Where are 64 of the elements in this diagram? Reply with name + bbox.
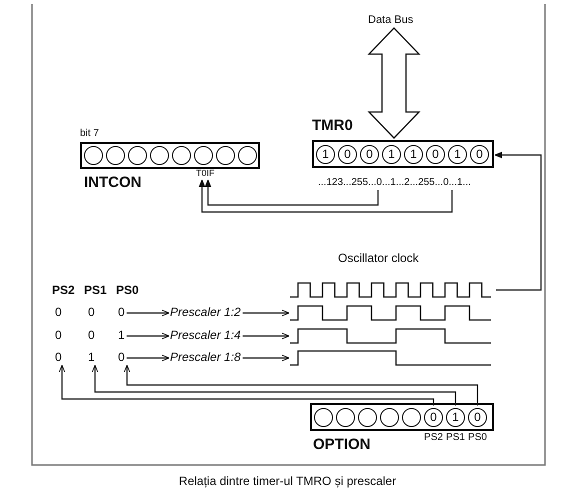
- bit-circle: [194, 146, 213, 165]
- bit-circle: 0: [338, 144, 357, 164]
- waveform: [290, 305, 493, 322]
- bit-value: 0: [88, 306, 95, 320]
- bit-label: bit 7: [80, 128, 99, 139]
- bit-circle: [336, 408, 355, 426]
- prescaler-label: Prescaler 1:4: [170, 329, 241, 342]
- arrow: [126, 354, 170, 362]
- bit-circle: [402, 408, 421, 426]
- register-name: OPTION: [313, 437, 371, 454]
- bit-value: 0: [88, 329, 95, 342]
- bit-circle: [358, 408, 377, 426]
- register-name: TMR0: [312, 118, 353, 134]
- bit-circle: [216, 146, 235, 165]
- bit-circle: 1: [316, 144, 335, 164]
- bit-circle: 0: [426, 144, 445, 164]
- arrow: [126, 310, 170, 316]
- bit-circle: [150, 146, 169, 165]
- bit-value: 1: [88, 351, 95, 364]
- bit-value: 0: [55, 351, 62, 364]
- column-header: PS2: [52, 284, 75, 298]
- caption: Relația dintre timer-ul TMRO și prescaler: [178, 474, 398, 488]
- bit-label: PS1: [446, 432, 466, 443]
- column-header: PS1: [84, 284, 107, 298]
- bit-value: 0: [118, 351, 125, 364]
- bit-value: 1: [118, 329, 125, 342]
- arrow: [126, 332, 170, 340]
- count-sequence: ...123...255...0...1...2...255...0...1...: [318, 177, 471, 188]
- double-arrow: [367, 27, 421, 139]
- bit-circle: [380, 408, 399, 426]
- bit-label: PS2: [424, 432, 444, 443]
- bus-label: Data Bus: [368, 14, 414, 26]
- bit-circle: 0: [360, 144, 379, 164]
- arrow: [494, 152, 542, 291]
- arrow: [204, 179, 379, 206]
- bit-circle: [128, 146, 147, 165]
- clock-label: Oscillator clock: [338, 252, 419, 266]
- bit-circle: 1: [448, 144, 467, 164]
- waveform: [290, 328, 493, 345]
- bit-circle: 1: [382, 144, 401, 164]
- bit-circle: [238, 146, 257, 165]
- bit-value: 0: [55, 329, 62, 342]
- bit-value: 0: [118, 306, 125, 320]
- column-header: PS0: [116, 284, 139, 298]
- prescaler-label: Prescaler 1:8: [170, 351, 241, 364]
- arrow: [242, 310, 290, 316]
- bit-circle: 0: [468, 408, 487, 426]
- bit-circle: [106, 146, 125, 165]
- bit-circle: 0: [470, 144, 489, 164]
- waveform: [290, 350, 493, 367]
- bit-circle: 0: [424, 408, 443, 426]
- arrow: [198, 179, 453, 213]
- bit-circle: [314, 408, 333, 426]
- arrow: [242, 332, 290, 340]
- bit-circle: [84, 146, 103, 165]
- prescaler-label: Prescaler 1:2: [170, 306, 241, 320]
- bit-label: PS0: [468, 432, 488, 443]
- bit-value: 0: [55, 306, 62, 320]
- bit-circle: 1: [404, 144, 423, 164]
- bit-label: T0IF: [196, 169, 215, 179]
- register-name: INTCON: [84, 175, 142, 192]
- bit-circle: 1: [446, 408, 465, 426]
- bit-circle: [172, 146, 191, 165]
- arrow: [242, 354, 290, 362]
